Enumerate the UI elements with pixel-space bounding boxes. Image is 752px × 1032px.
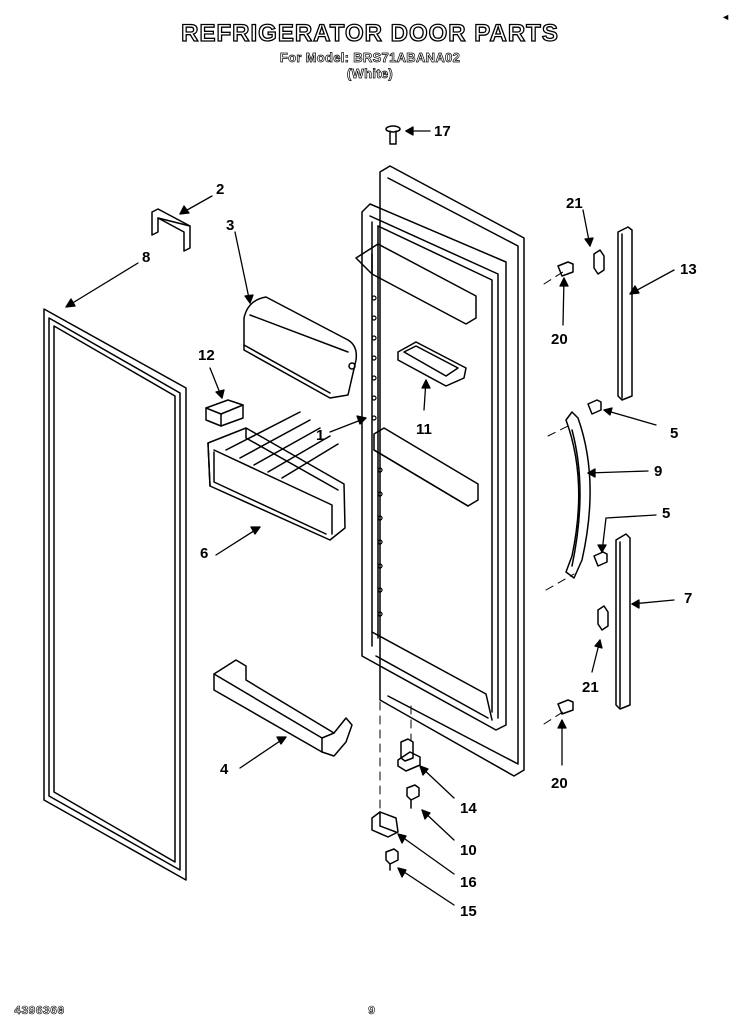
callout-14: 14 — [460, 800, 477, 817]
callout-2: 2 — [216, 181, 224, 198]
lower-trim-part — [615, 533, 631, 710]
callout-5-upper: 5 — [670, 425, 678, 442]
door-liner-part — [355, 165, 525, 777]
callout-15: 15 — [460, 903, 477, 920]
screw-part — [557, 261, 608, 715]
color-line: (White) — [346, 66, 394, 82]
callout-4: 4 — [220, 761, 229, 778]
callout-6: 6 — [200, 545, 208, 562]
callout-17: 17 — [434, 123, 451, 140]
callout-21-upper: 21 — [566, 195, 583, 212]
small-screw-part — [406, 784, 420, 809]
callout-3: 3 — [226, 217, 234, 234]
callout-13: 13 — [680, 261, 697, 278]
callout-8: 8 — [142, 249, 150, 266]
page-number: 9 — [368, 1004, 376, 1019]
alignment-lines — [379, 269, 575, 821]
callout-20-upper: 20 — [551, 331, 568, 348]
callout-16: 16 — [460, 874, 477, 891]
lower-shelf-part — [213, 659, 353, 757]
callout-11: 11 — [416, 421, 432, 438]
model-line: For Model: BRS71ABANA02 — [279, 50, 461, 66]
diagram-title: REFRIGERATOR DOOR PARTS — [181, 19, 559, 47]
callout-21-lower: 21 — [582, 679, 599, 696]
egg-tray-part — [397, 341, 467, 387]
bottom-hinge-part — [371, 811, 399, 838]
door-bin-part — [207, 411, 346, 541]
bracket-part — [151, 208, 191, 252]
door-handle-part — [565, 411, 591, 579]
callout-7: 7 — [684, 590, 692, 607]
callout-5-lower: 5 — [662, 505, 670, 522]
hinge-bushing-part — [397, 738, 421, 772]
clip-part — [205, 399, 244, 427]
corner-arrow-icon: ◄ — [721, 12, 730, 22]
document-number: 4396360 — [14, 1004, 65, 1019]
trim-clip-part — [593, 249, 609, 631]
hinge-pin-part — [385, 125, 401, 145]
leader-lines — [65, 126, 675, 906]
dairy-door-part — [243, 296, 358, 399]
hinge-screw-part — [385, 848, 399, 871]
upper-trim-part — [617, 226, 633, 401]
callout-20-lower: 20 — [551, 775, 568, 792]
callout-9: 9 — [654, 463, 662, 480]
callout-1: 1 — [316, 427, 324, 444]
callout-12: 12 — [198, 347, 215, 364]
callout-10: 10 — [460, 842, 477, 859]
door-gasket-part — [43, 308, 187, 881]
